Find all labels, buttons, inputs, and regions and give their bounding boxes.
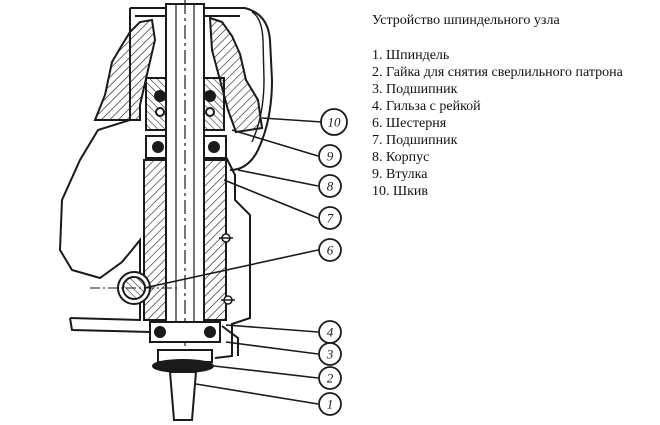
- callout-label: 6: [327, 243, 334, 258]
- callout-label: 7: [327, 211, 334, 226]
- pulley: [93, 7, 264, 134]
- callout-circle: [318, 238, 342, 262]
- callout-label: 8: [327, 179, 334, 194]
- callout-label: 2: [327, 371, 334, 386]
- housing-outline: [58, 8, 141, 322]
- legend-item: 3. Подшипник: [372, 81, 652, 98]
- legend-item: 2. Гайка для снятия сверлильного патрона: [372, 64, 652, 81]
- callout-label: 3: [326, 347, 334, 362]
- legend: Устройство шпиндельного узла 1. Шпиндель…: [372, 12, 652, 200]
- legend-item-number: 2.: [372, 65, 386, 80]
- callouts: 10 9 8 7 6 4 3 2 1: [318, 108, 348, 416]
- legend-item: 9. Втулка: [372, 166, 652, 183]
- legend-item: 10. Шкив: [372, 183, 652, 200]
- legend-item-text: Подшипник: [386, 82, 458, 97]
- legend-item-number: 4.: [372, 99, 386, 114]
- legend-item-text: Корпус: [386, 150, 430, 165]
- legend-item-text: Шкив: [393, 184, 429, 199]
- legend-item-number: 6.: [372, 116, 386, 131]
- legend-item-number: 3.: [372, 82, 386, 97]
- callout-6: 6: [318, 238, 342, 262]
- callout-circle: [318, 144, 342, 168]
- callout-10: 10: [320, 108, 348, 136]
- legend-item-number: 10.: [372, 184, 393, 199]
- callout-label: 9: [327, 149, 334, 164]
- gear: [90, 271, 178, 305]
- legend-title: Устройство шпиндельного узла: [372, 13, 560, 28]
- legend-item-text: Шестерня: [386, 116, 447, 131]
- callout-circle: [318, 392, 342, 416]
- callout-7: 7: [318, 206, 342, 230]
- legend-item: 7. Подшипник: [372, 132, 652, 149]
- legend-item-number: 7.: [372, 133, 386, 148]
- legend-item-number: 1.: [372, 48, 386, 63]
- callout-8: 8: [318, 174, 342, 198]
- callout-circle: [318, 366, 342, 390]
- legend-item-number: 9.: [372, 167, 386, 182]
- legend-item: 4. Гильза с рейкой: [372, 98, 652, 115]
- callout-label: 1: [327, 397, 334, 412]
- legend-item-text: Гайка для снятия сверлильного патрона: [386, 65, 623, 80]
- legend-item-text: Подшипник: [386, 133, 458, 148]
- callout-leaders: [143, 117, 323, 405]
- callout-3: 3: [318, 342, 342, 366]
- housing: [58, 8, 251, 359]
- lower-bearing: [149, 321, 221, 363]
- callout-9: 9: [318, 144, 342, 168]
- side-screws: [219, 233, 235, 305]
- callout-1: 1: [318, 392, 342, 416]
- legend-item-number: 8.: [372, 150, 386, 165]
- callout-4: 4: [318, 320, 342, 344]
- legend-item-text: Гильза с рейкой: [386, 99, 481, 114]
- legend-item-text: Втулка: [386, 167, 428, 182]
- callout-circle: [318, 174, 342, 198]
- callout-circle: [318, 206, 342, 230]
- callout-2: 2: [318, 366, 342, 390]
- callout-label: 4: [327, 325, 334, 340]
- callout-circle: [320, 108, 348, 136]
- guard-tube: [229, 7, 274, 171]
- nut: [152, 359, 214, 373]
- legend-item: 1. Шпиндель: [372, 47, 652, 64]
- callout-label: 10: [328, 115, 342, 130]
- callout-circle: [318, 342, 342, 366]
- legend-item-text: Шпиндель: [386, 48, 450, 63]
- spindle-tip: [168, 371, 198, 421]
- legend-item: 6. Шестерня: [372, 115, 652, 132]
- legend-item: 8. Корпус: [372, 149, 652, 166]
